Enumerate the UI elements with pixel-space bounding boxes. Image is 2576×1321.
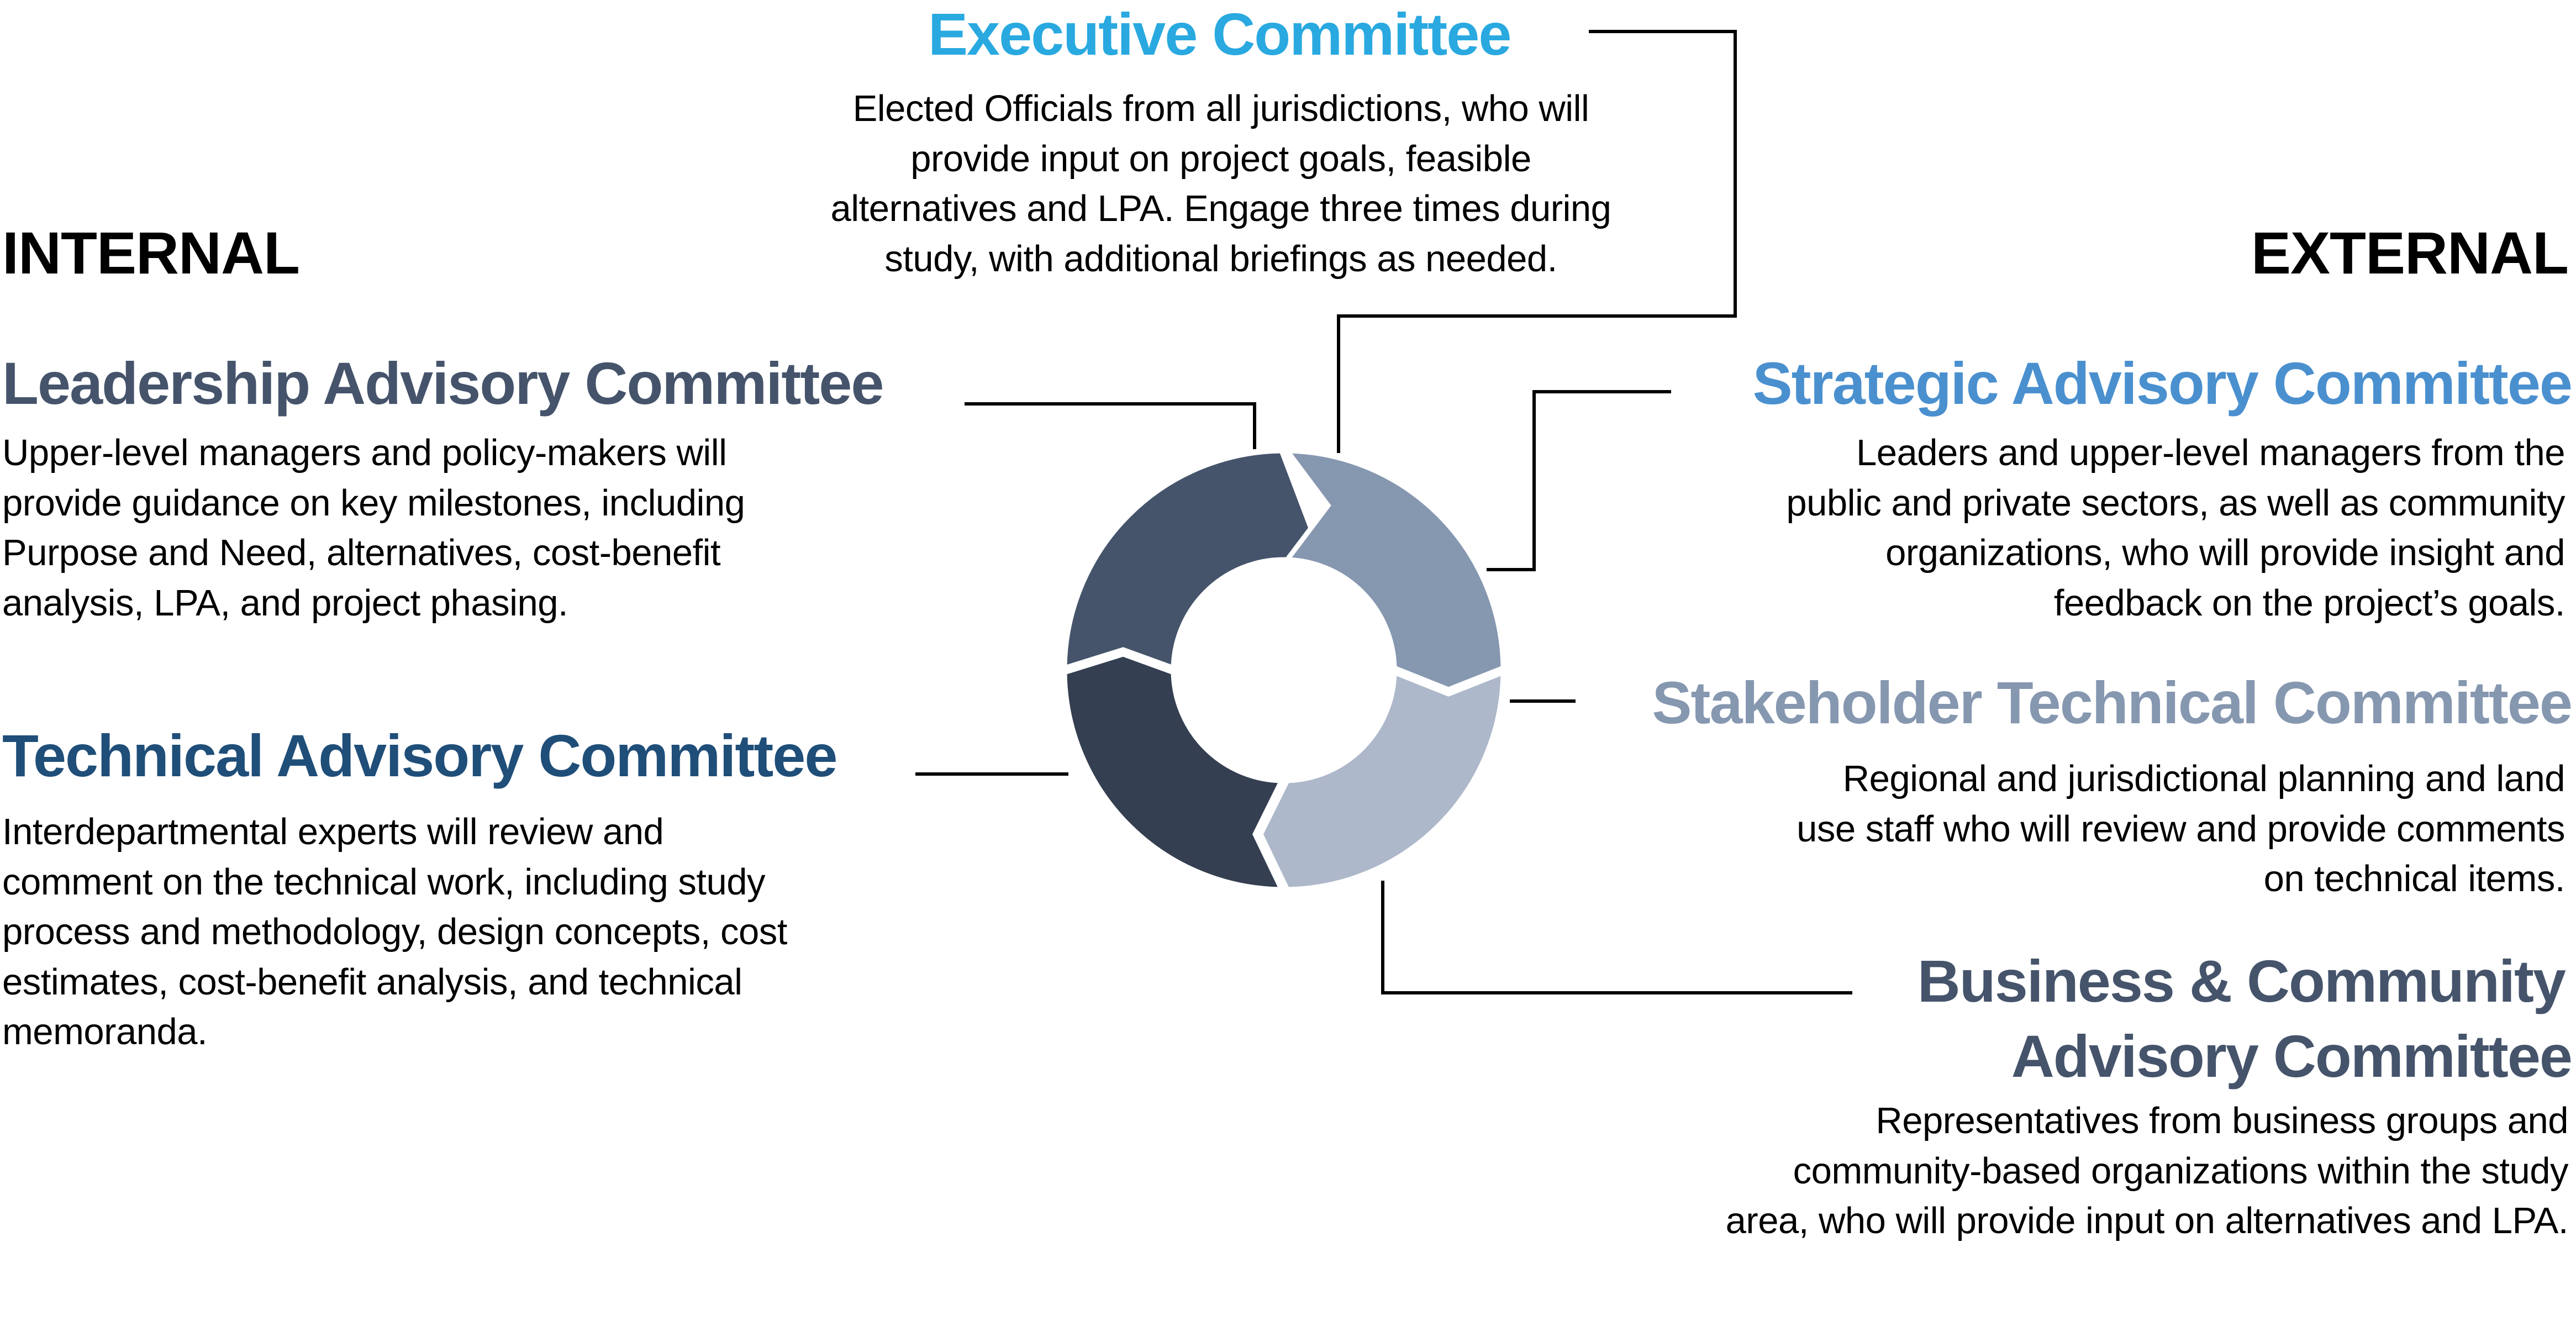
- business-desc-line: Representatives from business groups and: [1876, 1100, 2568, 1141]
- stakeholder-desc-line: use staff who will review and provide co…: [1797, 808, 2565, 850]
- strategic-committee-description: Leaders and upper-level managers from th…: [1786, 428, 2565, 628]
- business-desc-line: community-based organizations within the…: [1793, 1150, 2569, 1192]
- donut-segment-bottom-left: [1062, 651, 1286, 892]
- technical-committee-title: Technical Advisory Committee: [2, 722, 837, 789]
- business-title-line: Business & Community: [1917, 948, 2566, 1014]
- executive-desc-line: Elected Officials from all jurisdictions…: [852, 88, 1589, 129]
- technical-desc-line: estimates, cost-benefit analysis, and te…: [2, 961, 742, 1003]
- connector-executive: [1337, 30, 1737, 453]
- strategic-desc-line: public and private sectors, as well as c…: [1786, 482, 2565, 524]
- technical-desc-line: memoranda.: [2, 1011, 208, 1052]
- stakeholder-desc-line: on technical items.: [2263, 858, 2566, 899]
- technical-desc-line: Interdepartmental experts will review an…: [2, 811, 664, 852]
- business-desc-line: area, who will provide input on alternat…: [1725, 1200, 2569, 1241]
- leadership-desc-line: analysis, LPA, and project phasing.: [2, 582, 568, 624]
- strategic-committee-title: Strategic Advisory Committee: [1752, 350, 2573, 417]
- technical-committee-description: Interdepartmental experts will review an…: [2, 807, 787, 1057]
- strategic-desc-line: feedback on the project’s goals.: [2053, 582, 2566, 624]
- donut-segment-top-left: [1062, 448, 1327, 672]
- donut-segment-bottom-right: [1257, 669, 1506, 892]
- connector-lines: [915, 30, 1852, 994]
- leadership-desc-line: Upper-level managers and policy-makers w…: [2, 432, 727, 473]
- leadership-committee-description: Upper-level managers and policy-makers w…: [2, 428, 745, 628]
- technical-desc-line: process and methodology, design concepts…: [2, 911, 787, 952]
- internal-label: INTERNAL: [2, 219, 300, 286]
- strategic-desc-line: organizations, who will provide insight …: [1885, 532, 2565, 573]
- leadership-committee-title: Leadership Advisory Committee: [2, 350, 884, 417]
- connector-business: [1381, 881, 1852, 994]
- business-committee-description: Representatives from business groups and…: [1725, 1096, 2569, 1246]
- external-label: EXTERNAL: [2251, 219, 2569, 286]
- business-committee-title: Business & Community Advisory Committee: [1917, 944, 2573, 1094]
- executive-committee-description: Elected Officials from all jurisdictions…: [762, 84, 1679, 284]
- connector-leadership: [965, 402, 1256, 449]
- stakeholder-desc-line: Regional and jurisdictional planning and…: [1842, 758, 2566, 799]
- executive-desc-line: alternatives and LPA. Engage three times…: [830, 188, 1611, 229]
- executive-desc-line: study, with additional briefings as need…: [884, 238, 1557, 280]
- leadership-desc-line: provide guidance on key milestones, incl…: [2, 482, 745, 524]
- leadership-desc-line: Purpose and Need, alternatives, cost-ben…: [2, 532, 721, 573]
- donut-segment-top-right: [1282, 448, 1506, 692]
- stakeholder-committee-description: Regional and jurisdictional planning and…: [1797, 754, 2565, 904]
- executive-committee-title: Executive Committee: [928, 1, 1511, 67]
- strategic-desc-line: Leaders and upper-level managers from th…: [1856, 432, 2566, 473]
- business-title-line: Advisory Committee: [2011, 1023, 2573, 1090]
- connector-strategic: [1487, 390, 1671, 571]
- technical-desc-line: comment on the technical work, including…: [2, 861, 765, 903]
- executive-desc-line: provide input on project goals, feasible: [910, 138, 1531, 180]
- stakeholder-committee-title: Stakeholder Technical Committee: [1652, 669, 2573, 736]
